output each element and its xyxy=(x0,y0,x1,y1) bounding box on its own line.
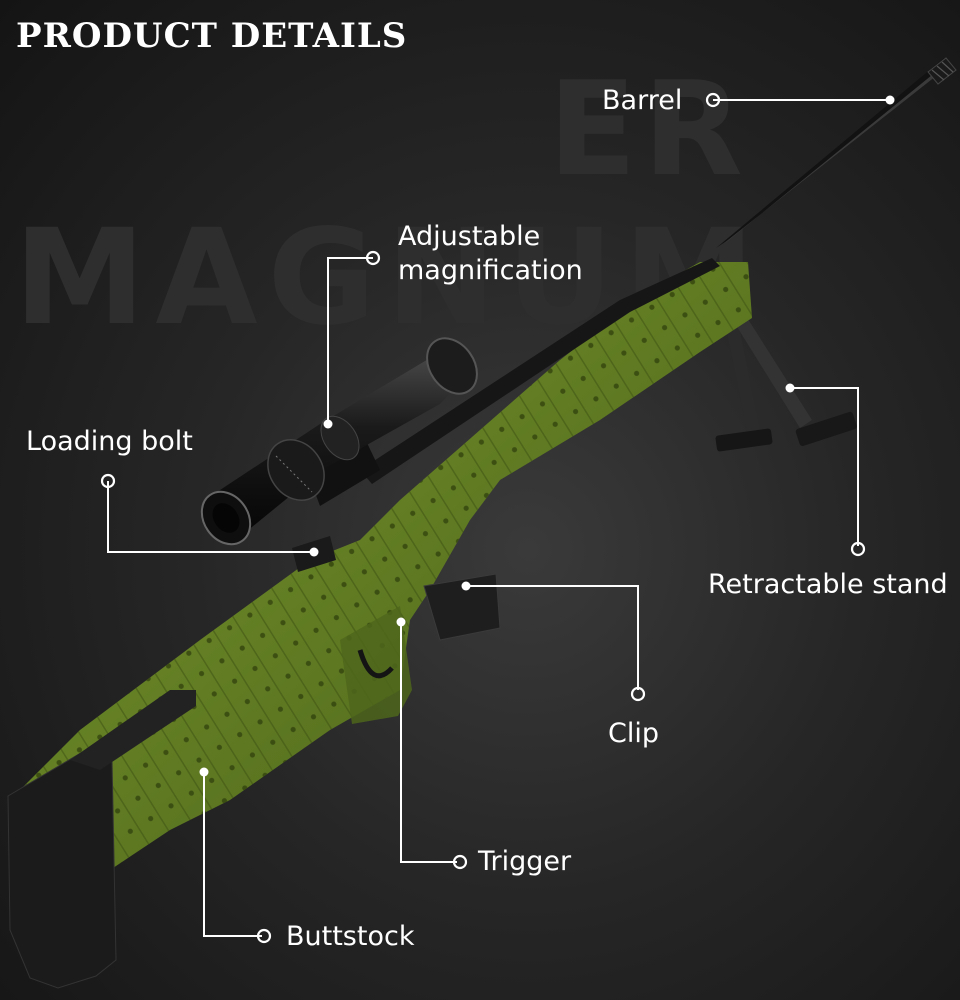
loading-bolt-leader-line xyxy=(107,481,314,553)
buttstock-point xyxy=(199,767,209,777)
barrel-label: Barrel xyxy=(602,85,683,116)
clip-leader-line xyxy=(466,585,639,690)
magnification-point xyxy=(323,419,333,429)
retractable-stand-label: Retractable stand xyxy=(708,569,948,600)
clip-label: Clip xyxy=(608,718,659,749)
buttstock-leader-line xyxy=(203,772,262,937)
magnification-leader-line xyxy=(327,257,373,424)
loading-bolt-point xyxy=(309,547,319,557)
page-title: PRODUCT DETAILS xyxy=(16,16,408,56)
rifle-body xyxy=(7,258,752,989)
loading-bolt-ring-icon xyxy=(100,473,116,489)
stand-ring-icon xyxy=(850,541,866,557)
retractable-stand xyxy=(715,312,857,452)
callout-rings xyxy=(100,92,866,944)
buttstock-ring-icon xyxy=(256,928,272,944)
clip-point xyxy=(461,581,471,591)
barrel-point xyxy=(885,95,895,105)
magnification-ring-icon xyxy=(365,250,381,266)
stand-point xyxy=(785,383,795,393)
trigger-point xyxy=(396,617,406,627)
trigger-leader-line xyxy=(400,622,457,863)
loading-bolt-label: Loading bolt xyxy=(26,426,193,457)
trigger-ring-icon xyxy=(452,854,468,870)
magnification-label-line1: Adjustable xyxy=(398,221,541,252)
callout-points xyxy=(199,95,895,777)
trigger-label: Trigger xyxy=(478,846,572,877)
callout-lines xyxy=(107,99,890,937)
magnification-label-line2: magnification xyxy=(398,255,583,286)
clip-ring-icon xyxy=(630,686,646,702)
barrel xyxy=(716,57,957,248)
background-watermark-text-top: ER xyxy=(548,53,749,205)
stand-leader-line xyxy=(790,387,859,546)
buttstock-label: Buttstock xyxy=(286,921,415,952)
barrel-ring-icon xyxy=(705,92,721,108)
